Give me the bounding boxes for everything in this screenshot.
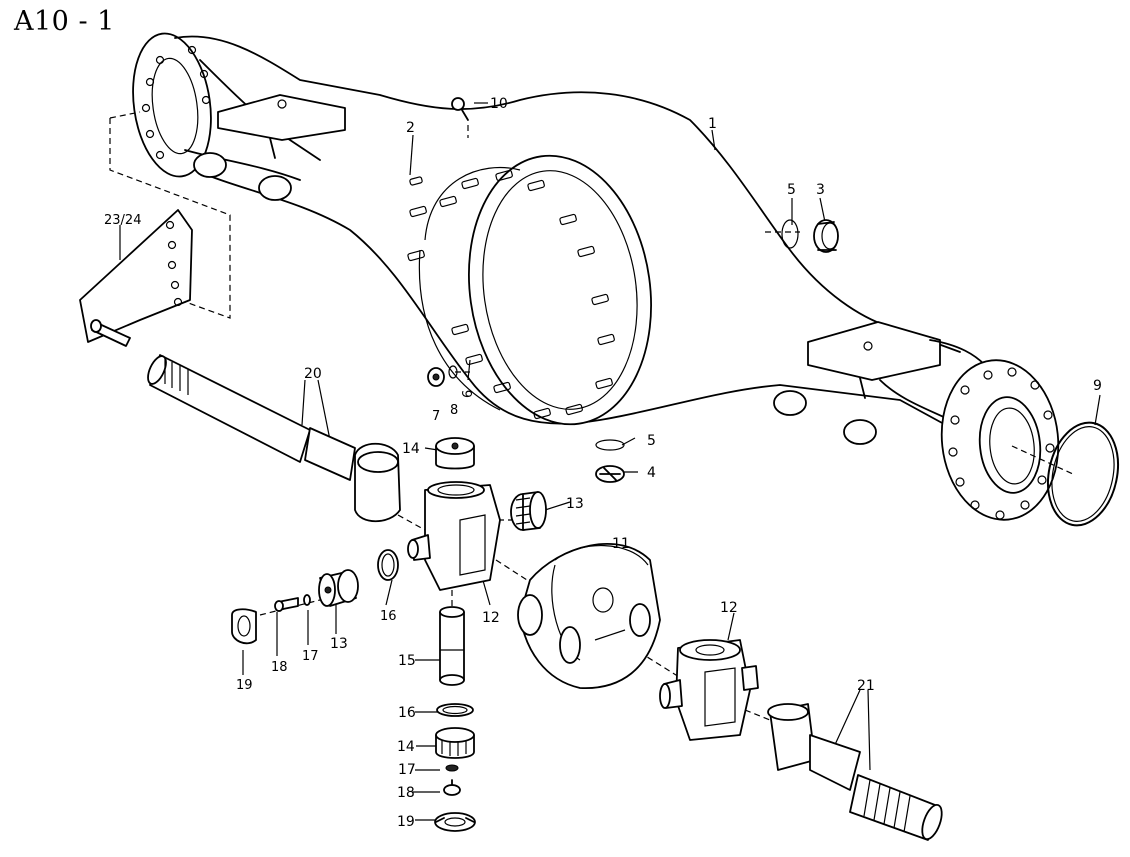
part-5-ring-lower (595, 439, 625, 451)
callout-1: 1 (708, 116, 717, 132)
part-4-plug (595, 465, 625, 483)
callout-13-right: 13 (566, 496, 584, 512)
callout-14-lower: 14 (397, 739, 415, 755)
part-8-washer (448, 365, 458, 379)
callout-4: 4 (647, 465, 656, 481)
part-17-washer-left (303, 594, 311, 606)
part-12-yoke-left (407, 481, 501, 591)
callout-16-lower: 16 (398, 705, 416, 721)
callout-14-upper: 14 (402, 441, 420, 457)
callout-18-lower: 18 (397, 785, 415, 801)
part-15-spider-pin (439, 606, 465, 686)
part-16-snap-ring-lower (436, 703, 474, 717)
part-16-snap-ring (377, 549, 399, 581)
callout-8: 8 (450, 403, 458, 418)
callout-11: 11 (612, 536, 630, 552)
part-18-screw-left (274, 597, 299, 612)
callout-12-right: 12 (720, 600, 738, 616)
callout-20: 20 (304, 366, 322, 382)
callout-19-left: 19 (236, 678, 253, 693)
part-17-washer-lower (445, 764, 459, 772)
part-13-bearing-cap-left (318, 569, 359, 607)
part-14-bearing-cap-lower (435, 727, 475, 759)
callout-21: 21 (857, 678, 875, 694)
bracket-23-24 (79, 209, 193, 347)
part-9-seal-ring (1047, 421, 1119, 527)
callout-17-lower: 17 (398, 762, 416, 778)
callout-9: 9 (1093, 378, 1102, 394)
callout-12-left: 12 (482, 610, 500, 626)
part-7-nut (427, 367, 445, 387)
part-19-lock-plate-lower (434, 812, 476, 832)
callout-3: 3 (816, 182, 825, 198)
part-21-stub-shaft (767, 703, 943, 841)
callout-13-left: 13 (330, 636, 348, 652)
callout-5-upper: 5 (787, 182, 796, 198)
callout-17-left: 17 (302, 649, 319, 664)
part-20-axle-shaft (147, 354, 401, 523)
part-13-needle-bearing-right (510, 491, 547, 531)
part-12-yoke-right (659, 639, 759, 741)
callout-18-left: 18 (271, 660, 288, 675)
callout-19-lower: 19 (397, 814, 415, 830)
part-18-screw-lower (443, 779, 461, 796)
callout-6: 6 (461, 390, 476, 398)
part-19-lock-plate-left (231, 608, 257, 645)
callout-2: 2 (406, 120, 415, 136)
part-10-bolt (451, 97, 469, 121)
callout-7: 7 (432, 409, 440, 424)
diagram-title: A10 - 1 (14, 6, 115, 37)
callout-15: 15 (398, 653, 416, 669)
callout-16-upper: 16 (380, 609, 397, 624)
part-3-sleeve (813, 219, 839, 253)
callout-23-24: 23/24 (104, 213, 141, 228)
axle-housing (132, 32, 1076, 521)
part-11-center-housing (517, 543, 661, 689)
callout-10: 10 (490, 96, 508, 112)
callout-5-lower: 5 (647, 433, 656, 449)
part-14-bearing-cap (435, 437, 475, 470)
part-5-ring (781, 219, 799, 249)
